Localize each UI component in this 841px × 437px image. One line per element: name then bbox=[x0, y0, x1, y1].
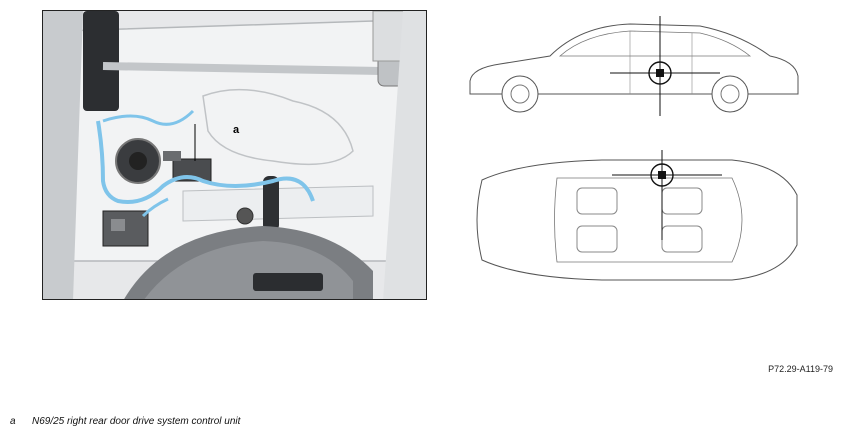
legend-text: N69/25 right rear door drive system cont… bbox=[32, 416, 241, 427]
legend-key: a bbox=[10, 416, 16, 427]
car-side-view bbox=[469, 16, 799, 116]
car-top-view bbox=[476, 150, 798, 281]
door-interior-illustration bbox=[43, 11, 426, 299]
door-photo-panel: a bbox=[42, 10, 427, 300]
figure-code: P72.29-A119-79 bbox=[768, 364, 833, 374]
legend-item: a N69/25 right rear door drive system co… bbox=[10, 416, 240, 427]
callout-a-label: a bbox=[233, 124, 240, 136]
